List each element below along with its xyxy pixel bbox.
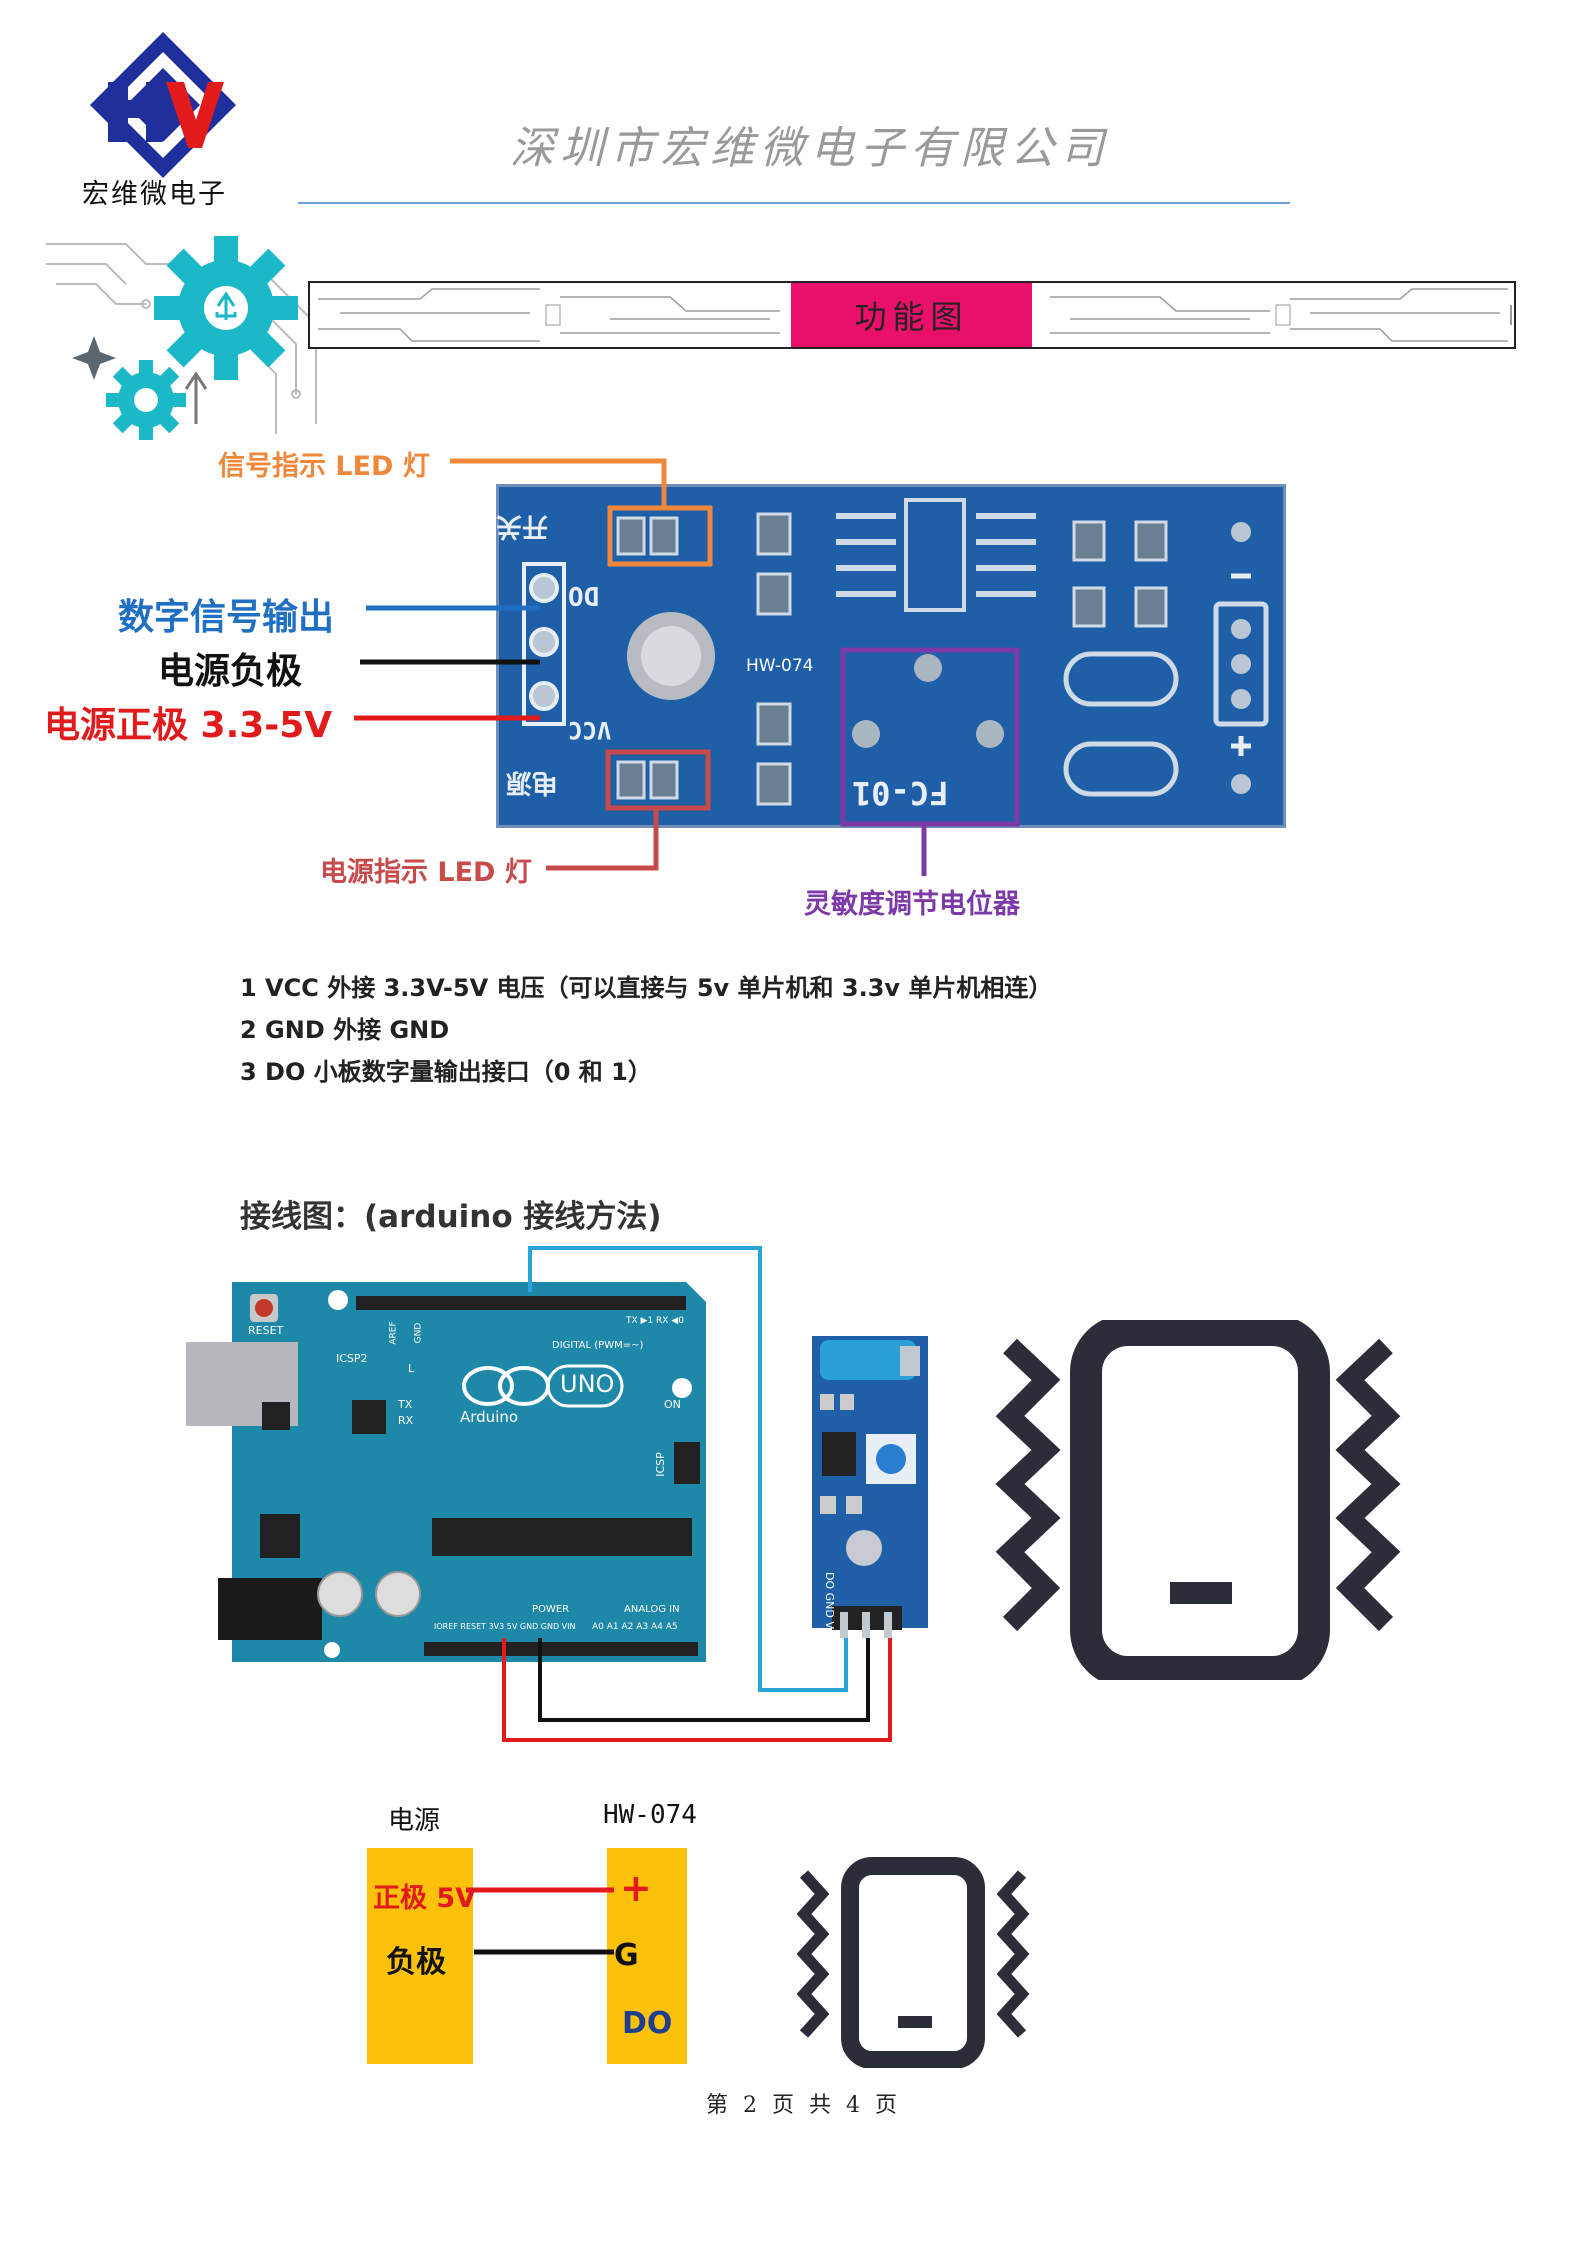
gnd-label: 电源负极 bbox=[158, 651, 303, 692]
silk-pot: FC-01 bbox=[852, 774, 949, 812]
logo-text: 宏维微电子 bbox=[82, 179, 227, 210]
vibration-phone-icon-small bbox=[790, 1856, 1036, 2069]
power-pins-label: IOREF RESET 3V3 5V GND GND VIN bbox=[434, 1622, 576, 1631]
silk-do: DO bbox=[568, 580, 600, 610]
silk-vcc: VCC bbox=[568, 716, 612, 744]
logo bbox=[88, 30, 238, 180]
module-g-label: G bbox=[614, 1938, 639, 1973]
wires bbox=[0, 1200, 960, 1760]
module-title: HW-074 bbox=[603, 1800, 697, 1830]
module-plus-label: + bbox=[620, 1866, 652, 1910]
power-title: 电源 bbox=[388, 1806, 441, 1836]
rx-label: RX bbox=[398, 1414, 414, 1427]
arduino-board: RESET ICSP2 DIGITAL (PWM=~) L UNO Arduin… bbox=[186, 1282, 706, 1664]
module-board: 开关 DO VCC 电源 HW-074 FC-01 bbox=[493, 481, 1289, 831]
uno-label: UNO bbox=[560, 1370, 615, 1398]
reset-label: RESET bbox=[248, 1324, 284, 1337]
pot-label: 灵敏度调节电位器 bbox=[804, 889, 1020, 920]
power-block bbox=[367, 1848, 473, 2064]
tx-label: TX bbox=[398, 1398, 413, 1411]
power-positive-label: 正极 5V bbox=[373, 1883, 477, 1914]
power-led-label: 电源指示 LED 灯 bbox=[320, 857, 532, 888]
silk-bottom: 电源 bbox=[506, 767, 559, 797]
module-block bbox=[607, 1848, 687, 2064]
pin-description-gnd: 2 GND 外接 GND bbox=[240, 1016, 450, 1044]
pin-description-do: 3 DO 小板数字量输出接口（0 和 1） bbox=[240, 1058, 652, 1086]
pin-description-vcc: 1 VCC 外接 3.3V-5V 电压（可以直接与 5v 单片机和 3.3v 单… bbox=[240, 974, 1053, 1002]
analog-label: ANALOG IN bbox=[624, 1604, 680, 1615]
wiring-title: 接线图：(arduino 接线方法) bbox=[240, 1199, 662, 1235]
connection-wires bbox=[460, 1880, 620, 1960]
analog-pins-label: A0 A1 A2 A3 A4 A5 bbox=[592, 1622, 678, 1632]
sensor-module: DO GND VCC bbox=[806, 1336, 930, 1644]
header-divider bbox=[298, 202, 1290, 204]
page-footer: 第 2 页 共 4 页 bbox=[706, 2093, 901, 2118]
company-name: 深圳市宏维微电子有限公司 bbox=[510, 123, 1110, 174]
vibration-phone-icon bbox=[990, 1314, 1410, 1688]
do-label: 数字信号输出 bbox=[118, 597, 335, 638]
on-label: ON bbox=[664, 1398, 681, 1411]
power-negative-label: 负极 bbox=[386, 1945, 446, 1980]
silk-top: 开关 bbox=[496, 511, 549, 541]
module-label: HW-074 bbox=[746, 656, 814, 676]
l-label: L bbox=[408, 1362, 415, 1375]
brand-label: Arduino bbox=[460, 1408, 519, 1426]
gear-decoration bbox=[36, 224, 336, 444]
icsp2-label: ICSP2 bbox=[336, 1352, 368, 1365]
signal-led-label: 信号指示 LED 灯 bbox=[218, 451, 430, 482]
digital-label: DIGITAL (PWM=~) bbox=[552, 1340, 644, 1351]
vcc-label: 电源正极 3.3-5V bbox=[44, 705, 333, 746]
module-do-label: DO bbox=[622, 2006, 673, 2041]
banner-title: 功能图 bbox=[791, 283, 1032, 347]
power-label: POWER bbox=[532, 1604, 570, 1615]
txrx-pins-label: TX ▶1 RX ◀0 bbox=[626, 1316, 684, 1326]
